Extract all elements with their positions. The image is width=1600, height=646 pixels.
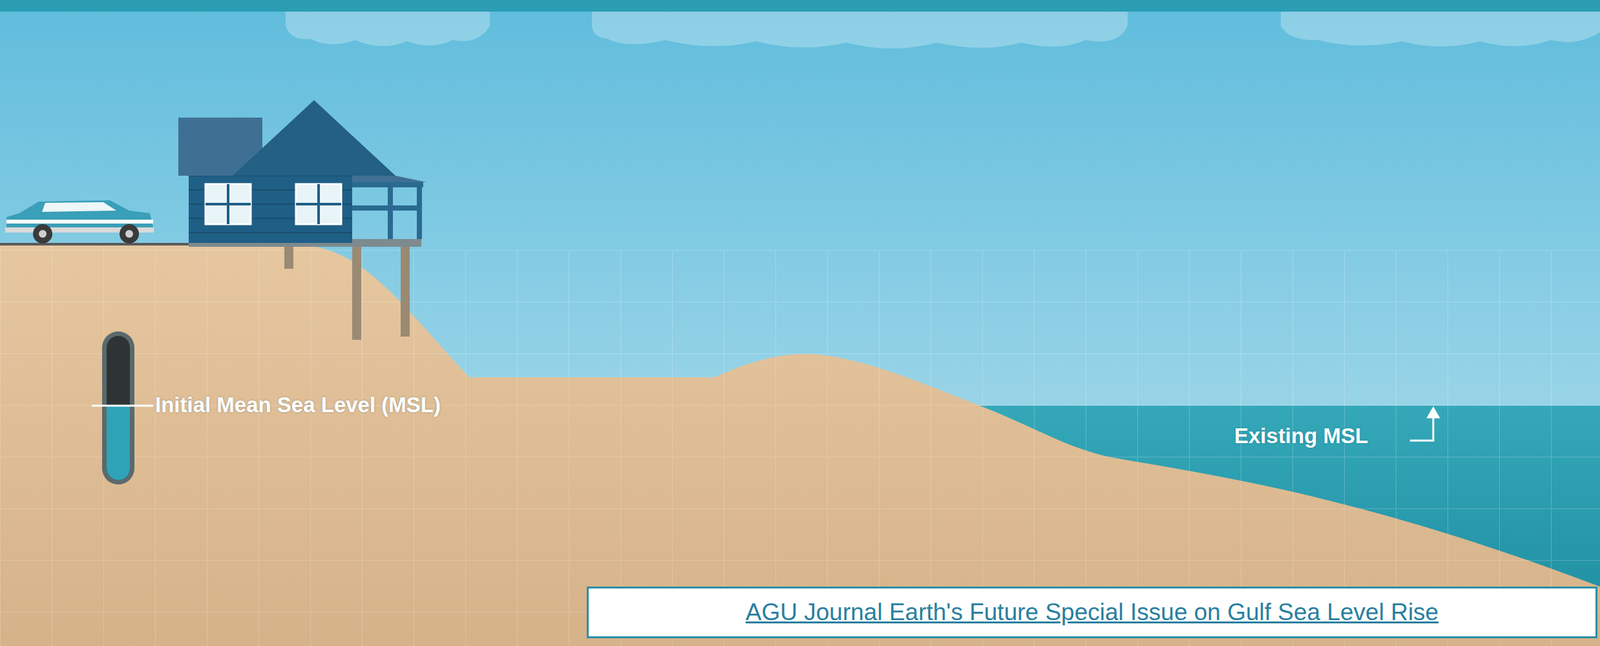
road bbox=[0, 242, 194, 246]
sea-level-label: Existing MSL bbox=[1234, 423, 1369, 449]
ground-grid bbox=[0, 244, 1600, 646]
house bbox=[178, 100, 427, 340]
rise-arrow bbox=[1410, 408, 1439, 441]
link-box: AGU Journal Earth's Future Special Issue… bbox=[586, 586, 1598, 639]
ground bbox=[0, 244, 1600, 646]
car bbox=[5, 200, 154, 244]
top-band bbox=[0, 0, 1600, 12]
sea-level-label: Initial Mean Sea Level (MSL) bbox=[155, 392, 441, 418]
link-text: AGU Journal Earth's Future Special Issue… bbox=[745, 599, 1439, 627]
tide-gauge bbox=[91, 331, 154, 485]
clouds bbox=[285, 11, 1600, 49]
